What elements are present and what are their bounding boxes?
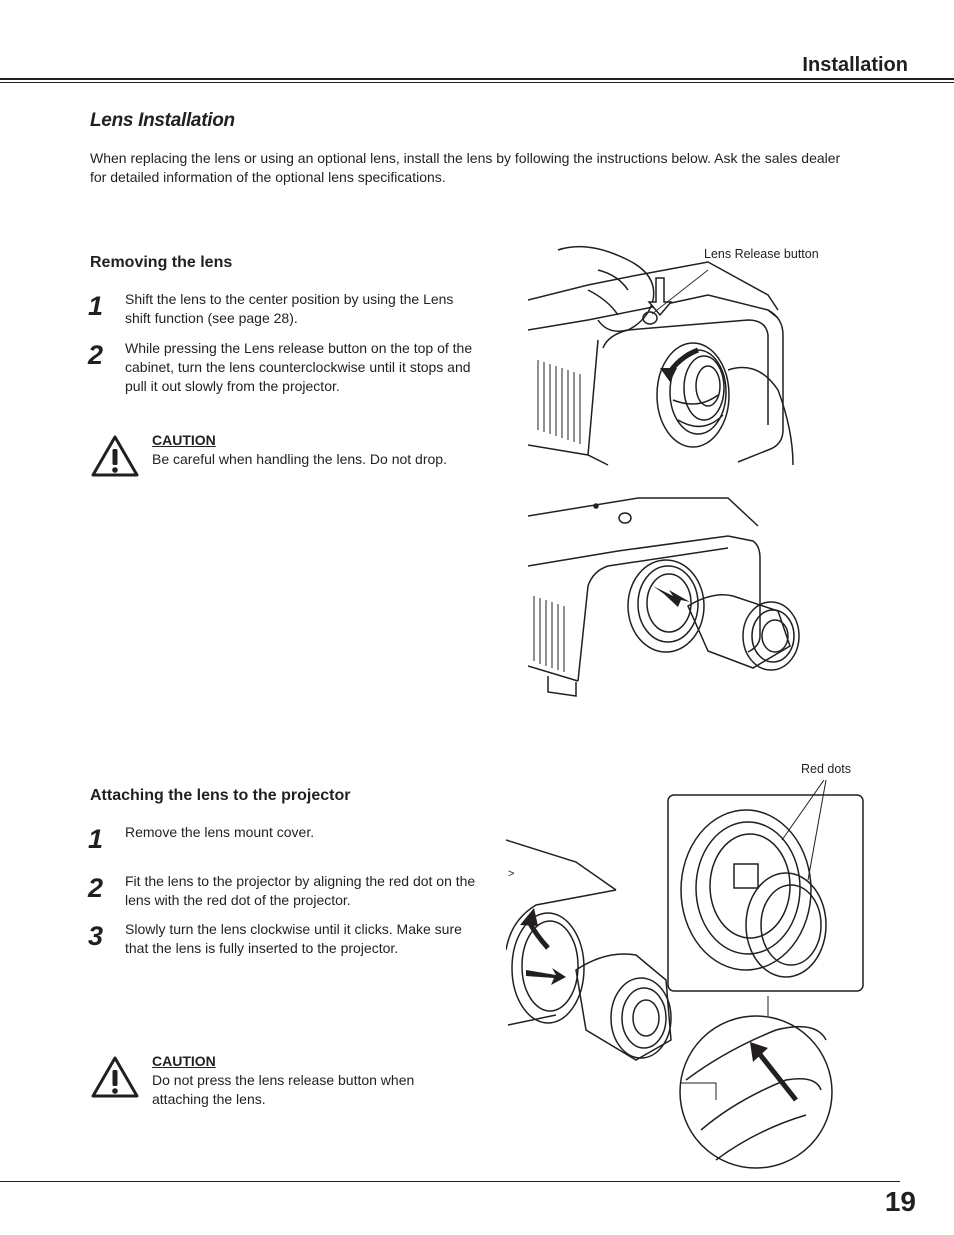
- warning-triangle-icon: [91, 1056, 139, 1098]
- svg-text:>: >: [508, 868, 514, 880]
- projector-lens-attach-illustration: >: [506, 780, 864, 1169]
- attaching-step-3-text: Slowly turn the lens clockwise until it …: [125, 921, 462, 956]
- removing-step-1-number: 1: [88, 291, 104, 321]
- projector-lens-removed-illustration: [528, 497, 800, 697]
- section-title: Installation: [802, 54, 908, 76]
- removing-heading: Removing the lens: [90, 254, 233, 271]
- caution-title: CAUTION: [152, 432, 216, 448]
- removing-step-2-text: While pressing the Lens release button o…: [125, 340, 473, 394]
- caution-text: Do not press the lens release button whe…: [152, 1072, 415, 1107]
- warning-triangle-icon: [91, 435, 139, 477]
- attaching-step-1-number: 1: [88, 824, 104, 854]
- caution-text: Be careful when handling the lens. Do no…: [152, 451, 447, 467]
- intro-paragraph: When replacing the lens or using an opti…: [90, 150, 841, 185]
- removing-step-1-text: Shift the lens to the center position by…: [125, 291, 454, 326]
- attaching-step-3-number: 3: [88, 921, 104, 951]
- header-rule-thin: [0, 82, 954, 83]
- projector-lens-release-illustration: [528, 245, 794, 466]
- header-rule: [0, 78, 954, 80]
- attaching-step-2-text: Fit the lens to the projector by alignin…: [125, 873, 476, 908]
- removing-step-2-number: 2: [88, 340, 104, 370]
- caution-title: CAUTION: [152, 1053, 216, 1069]
- lens-release-callout: Lens Release button: [704, 247, 819, 261]
- attaching-step-1-text: Remove the lens mount cover.: [125, 824, 315, 840]
- attaching-step-2-number: 2: [88, 873, 104, 903]
- footer-rule: [0, 1181, 900, 1182]
- page-title: Lens Installation: [90, 110, 235, 131]
- red-dots-callout: Red dots: [801, 762, 852, 776]
- page-number: 19: [884, 1186, 916, 1217]
- attaching-heading: Attaching the lens to the projector: [90, 787, 351, 804]
